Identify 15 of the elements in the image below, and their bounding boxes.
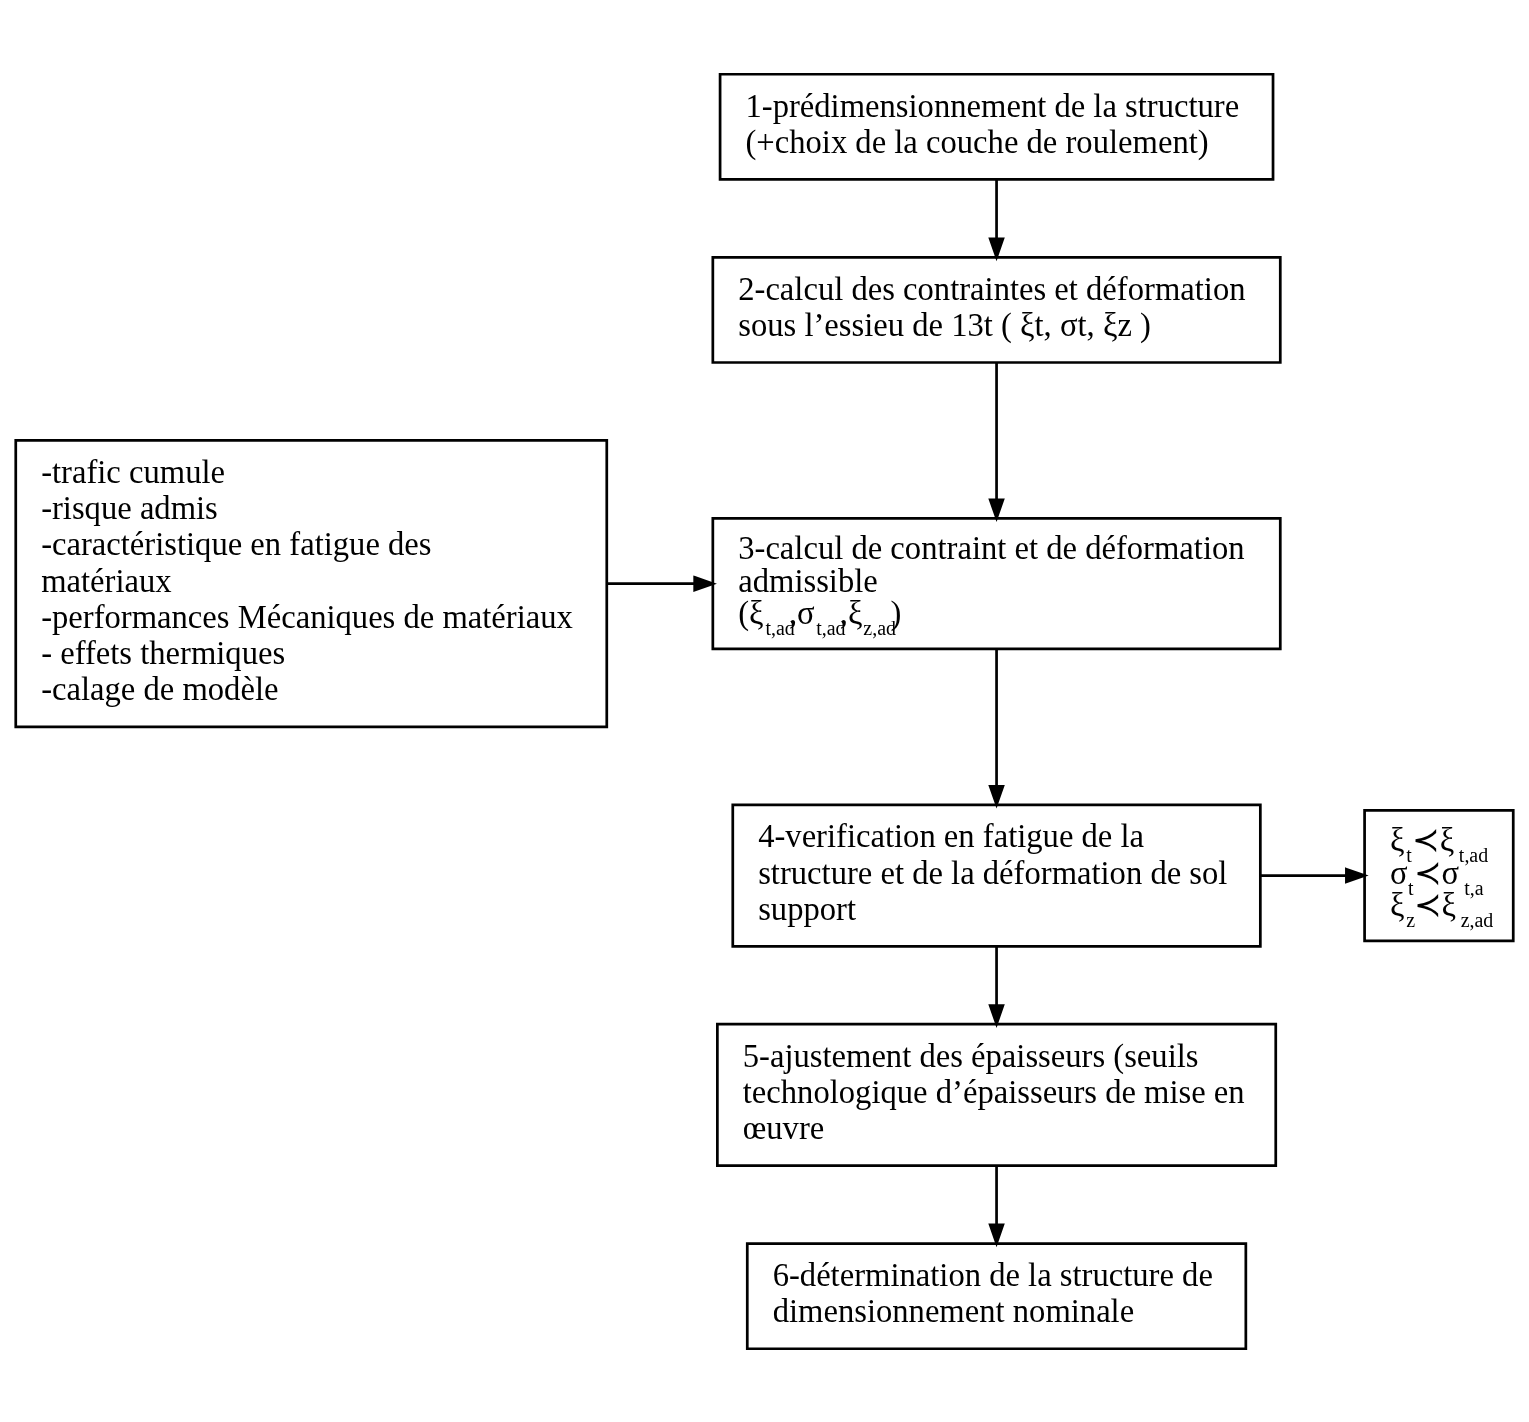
- arrow: [1260, 866, 1369, 884]
- node-box: 2-calcul des contraintes et déformation sous l’essieu de 13t ( ξt, σt, ξz ): [711, 255, 1282, 364]
- arrow: [988, 362, 1005, 522]
- arrow: [988, 946, 1005, 1028]
- arrow: [607, 574, 717, 592]
- node-box: 5-ajustement des épaisseurs (seuils technologique d’épaisseurs de mise en œuvre: [716, 1022, 1278, 1167]
- node-box: ξ$_{t}$≺ξ$_{t,ad}$ σ$_{t}$≺σ$_{t,a}$ ξ$_{z}$≺ξ$_{z,ad}$: [1363, 808, 1515, 942]
- arrow: [988, 649, 1005, 809]
- arrow: [988, 1165, 1005, 1247]
- node-box: 3-calcul de contraint et de déformation admissible (ξ$_{t,ad}$,σ$_{t,ad}$,ξ$_{z,ad}$): [711, 516, 1282, 650]
- node-box: 1-prédimensionnement de la structure (+choix de la couche de roulement): [718, 72, 1275, 181]
- node-box: -trafic cumule -risque admis -caractéristique en fatigue des matériaux -performances Mécaniques de matériaux - effets thermiques -calage de modèle: [14, 438, 609, 728]
- arrow: [988, 179, 1005, 261]
- node-box: 4-verification en fatigue de la structure et de la déformation de sol support: [731, 803, 1262, 948]
- node-box: 6-détermination de la structure de dimensionnement nominale: [745, 1241, 1248, 1350]
